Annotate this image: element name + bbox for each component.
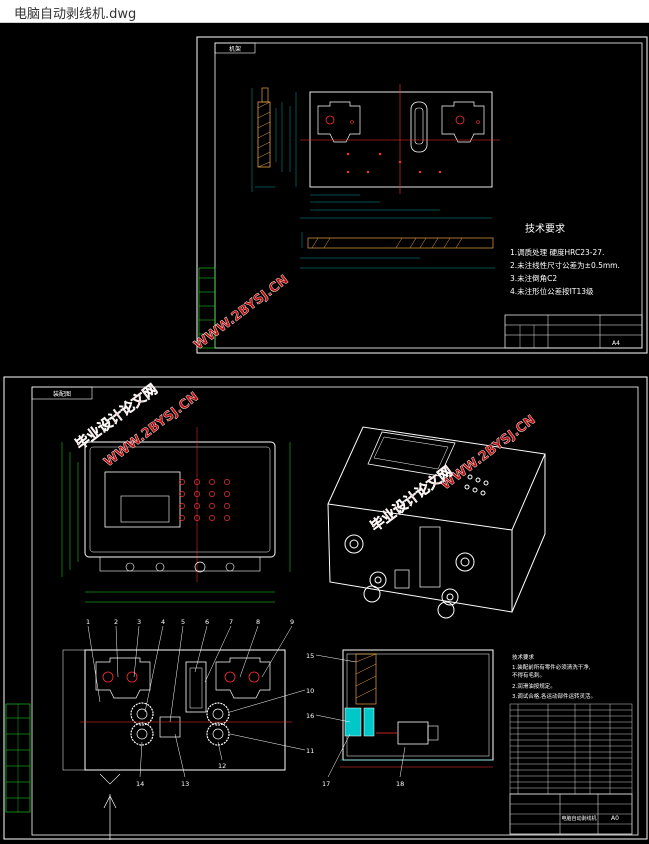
- window-title: 电脑自动剥线机.dwg: [14, 7, 137, 22]
- window-titlebar: 电脑自动剥线机.dwg: [0, 0, 649, 23]
- part-numbers: 1 2 3 4 5 6 7 8 9 10 11 12 13 14 15 16 1…: [86, 618, 404, 788]
- part-number-9: 9: [290, 618, 294, 626]
- part-number-6: 6: [205, 618, 209, 626]
- sheet-2-title-block: 电脑自动剥线机 A0: [509, 793, 633, 835]
- watermark-cn-2: 毕业设计论文网: [367, 463, 455, 536]
- sheet-2-title: 电脑自动剥线机: [561, 815, 596, 822]
- sheet-1-scale: A4: [612, 340, 620, 347]
- machine-top-view: [62, 649, 292, 840]
- note-line-3: 2.润滑油按规定。: [512, 682, 556, 690]
- part-number-15: 15: [306, 652, 314, 660]
- part-number-8: 8: [256, 618, 260, 626]
- part-number-5: 5: [181, 618, 185, 626]
- note-line-2: 不得有毛刺。: [512, 671, 545, 679]
- watermark-url-2: WWW.2BYSJ.CN: [101, 390, 201, 471]
- keypad: [179, 479, 230, 521]
- drawing-canvas[interactable]: 机架: [0, 22, 649, 840]
- sheet-1-frame: [214, 42, 643, 349]
- part-front-view: [289, 84, 500, 219]
- part-number-14: 14: [136, 780, 144, 788]
- sheet-2[interactable]: 装配图: [3, 376, 648, 840]
- part-side-view: [251, 87, 283, 192]
- part-number-10: 10: [306, 687, 314, 695]
- note-line-0: 技术要求: [512, 653, 535, 661]
- part-leaders: [87, 625, 406, 778]
- part-number-16: 16: [306, 712, 314, 720]
- sheet-2-border: [3, 376, 648, 840]
- sheet-1-title-block: A4: [504, 314, 643, 349]
- part-number-18: 18: [396, 780, 404, 788]
- sheet-2-side-table: [5, 703, 31, 813]
- tech-title: 技术要求: [525, 222, 565, 235]
- sheet-2-scale: A0: [611, 815, 619, 822]
- sheet-1-label-box: [214, 42, 256, 54]
- note-line-1: 1.装配前所有零件必须清洗干净,: [512, 663, 591, 671]
- sheet-1-side-table: [198, 267, 216, 349]
- sheet-1-label: 机架: [229, 45, 241, 53]
- tech-item-2: 2.未注线性尺寸公差为±0.5mm.: [510, 260, 620, 270]
- part-number-2: 2: [114, 618, 118, 626]
- watermark-url-1: WWW.2BYSJ.CN: [191, 273, 291, 354]
- assembly-notes: 技术要求 1.装配前所有零件必须清洗干净, 不得有毛刺。 2.润滑油按规定。 3…: [512, 653, 596, 700]
- tech-item-3: 3.未注倒角C2: [510, 273, 557, 283]
- machine-isometric-view: [327, 426, 546, 619]
- part-number-12: 12: [218, 762, 226, 770]
- tech-item-4: 4.未注形位公差按IT13级: [510, 286, 594, 296]
- note-line-4: 3.调试合格,各运动部件运转灵活。: [512, 692, 596, 700]
- part-number-13: 13: [181, 780, 189, 788]
- part-number-4: 4: [161, 618, 165, 626]
- sheet-2-label-box: [31, 386, 93, 400]
- part-number-17: 17: [322, 780, 330, 788]
- machine-front-view: [61, 427, 291, 603]
- sheet-2-label: 装配图: [53, 390, 71, 398]
- sheet-2-frame: [31, 386, 639, 836]
- sheet-1[interactable]: 机架: [196, 36, 648, 354]
- parts-list-table: [509, 703, 633, 795]
- part-number-3: 3: [137, 618, 141, 626]
- part-bottom-view: [300, 232, 495, 269]
- tech-item-1: 1.调质处理 硬度HRC23-27.: [510, 247, 604, 257]
- part-number-1: 1: [86, 618, 90, 626]
- tech-requirements: 技术要求 1.调质处理 硬度HRC23-27. 2.未注线性尺寸公差为±0.5m…: [510, 222, 620, 296]
- machine-side-section: [340, 649, 494, 768]
- part-number-7: 7: [229, 618, 233, 626]
- part-number-11: 11: [306, 747, 314, 755]
- watermark-url-3: WWW.2BYSJ.CN: [438, 413, 538, 494]
- sheet-1-border: [196, 36, 648, 354]
